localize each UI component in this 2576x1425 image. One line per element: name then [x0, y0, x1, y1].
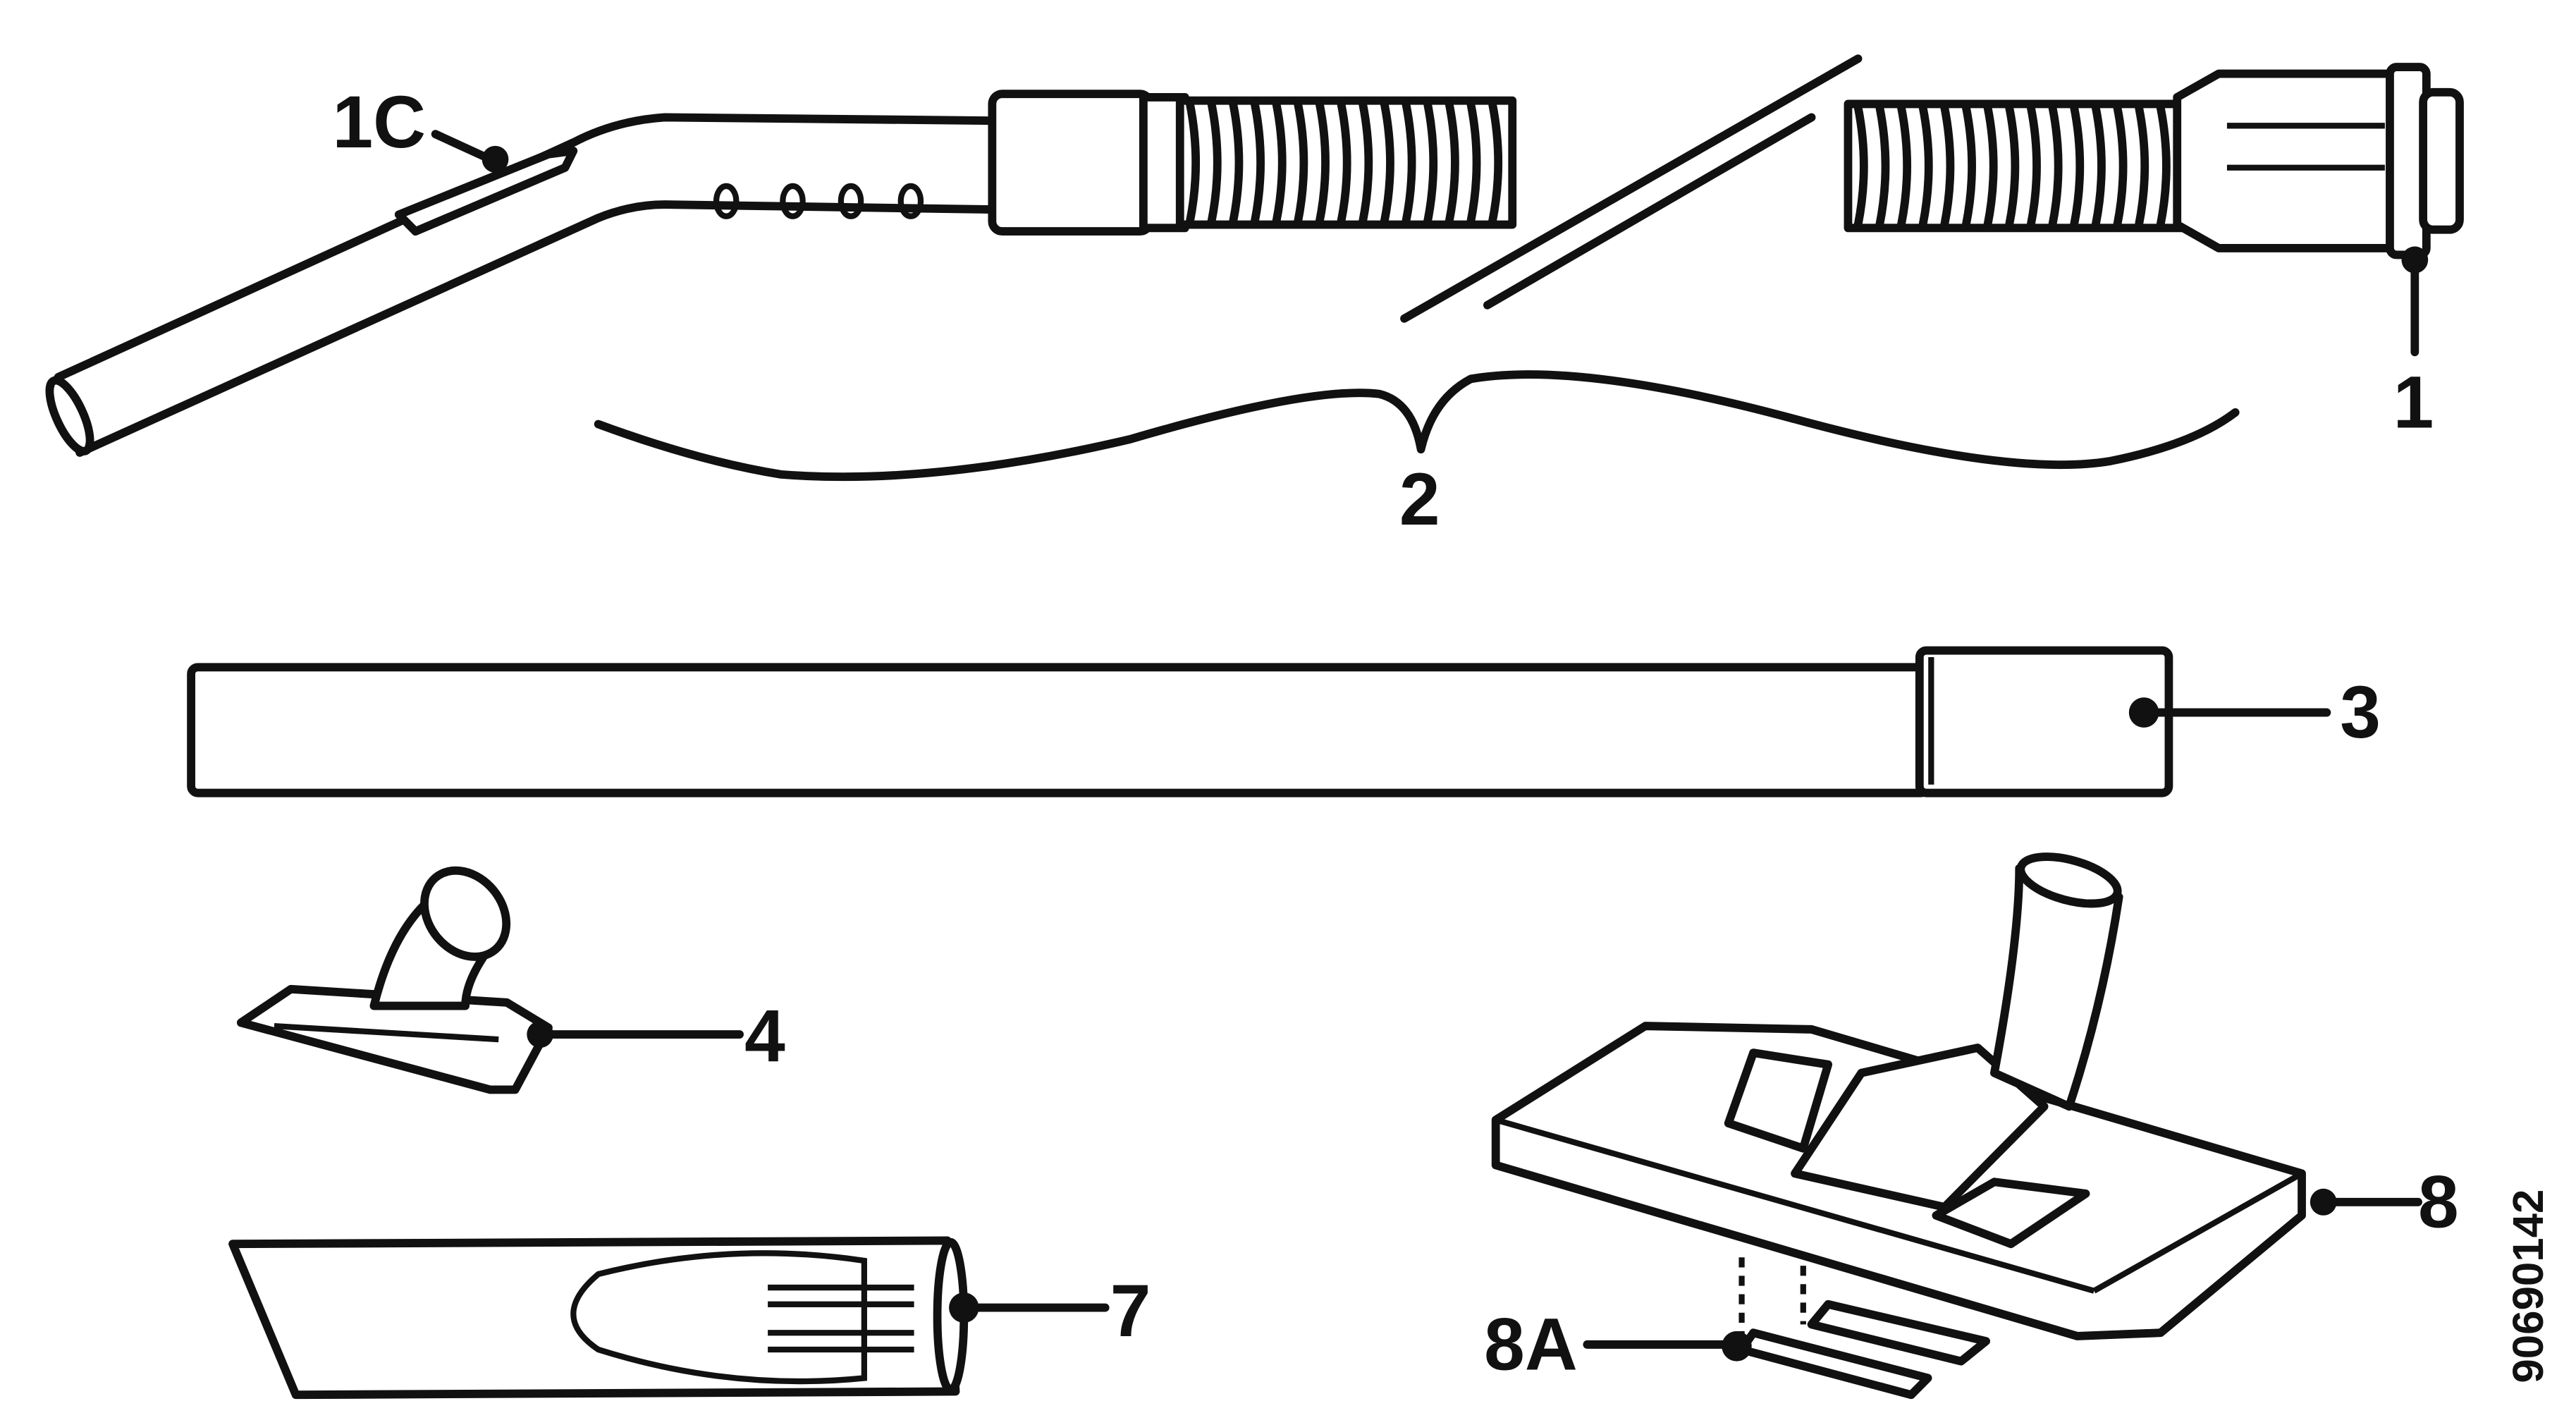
hose-rib — [1896, 103, 1911, 229]
curved-wand-handle — [45, 90, 1189, 457]
hose-rib — [1488, 99, 1503, 226]
label-2: 2 — [1399, 459, 1440, 541]
flexible-hose-left-segment — [1175, 96, 1517, 229]
bracket-part-2 — [594, 370, 2240, 482]
hose-rib — [1918, 103, 1933, 229]
label-8A: 8A — [1484, 1304, 1578, 1386]
hose-rib — [2135, 103, 2149, 229]
break-line — [1400, 54, 1863, 323]
label-8: 8 — [2418, 1161, 2459, 1243]
break-line — [1483, 113, 1816, 310]
hose-rib — [2005, 103, 2020, 229]
hose-rib — [1940, 103, 1955, 229]
hose-rib — [1229, 99, 1244, 226]
hose-rib — [1466, 99, 1481, 226]
hose-rib — [1402, 99, 1416, 226]
flexible-hose-right-segment — [1844, 99, 2193, 233]
hose-rib — [1207, 99, 1222, 226]
hose-rib — [2070, 103, 2085, 229]
callout-leaders — [431, 130, 2429, 1362]
floor-nozzle — [1491, 852, 2306, 1340]
extension-tube — [187, 646, 2173, 797]
hose-rib — [1272, 99, 1287, 226]
hose-rib — [1315, 99, 1330, 226]
hose-rib — [1875, 103, 1890, 229]
hose-rib — [1186, 99, 1201, 226]
hose-rib — [1853, 103, 1868, 229]
hose-rib — [1983, 103, 1998, 229]
label-7: 7 — [1110, 1271, 1151, 1352]
hose-rib — [2048, 103, 2063, 229]
upholstery-nozzle — [236, 866, 553, 1094]
hose-rib — [2091, 103, 2106, 229]
label-4: 4 — [744, 996, 785, 1077]
hose-rib — [1961, 103, 1976, 229]
crevice-tool — [228, 1236, 969, 1400]
hose-rib — [2026, 103, 2041, 229]
hose-rib — [1294, 99, 1308, 226]
hose-rib — [1337, 99, 1351, 226]
label-1C: 1C — [332, 82, 426, 164]
hose-rib — [2156, 103, 2171, 229]
hose-rib — [1250, 99, 1265, 226]
label-1: 1 — [2393, 362, 2434, 444]
hose-rib — [1380, 99, 1394, 226]
hose-connector — [2173, 63, 2464, 259]
hose-rib — [1358, 99, 1373, 226]
hose-rib — [1423, 99, 1438, 226]
hose-rib — [2113, 103, 2128, 229]
reference-code: 90690142 — [2504, 1189, 2553, 1383]
label-3: 3 — [2340, 672, 2381, 754]
hose-rib — [1445, 99, 1459, 226]
